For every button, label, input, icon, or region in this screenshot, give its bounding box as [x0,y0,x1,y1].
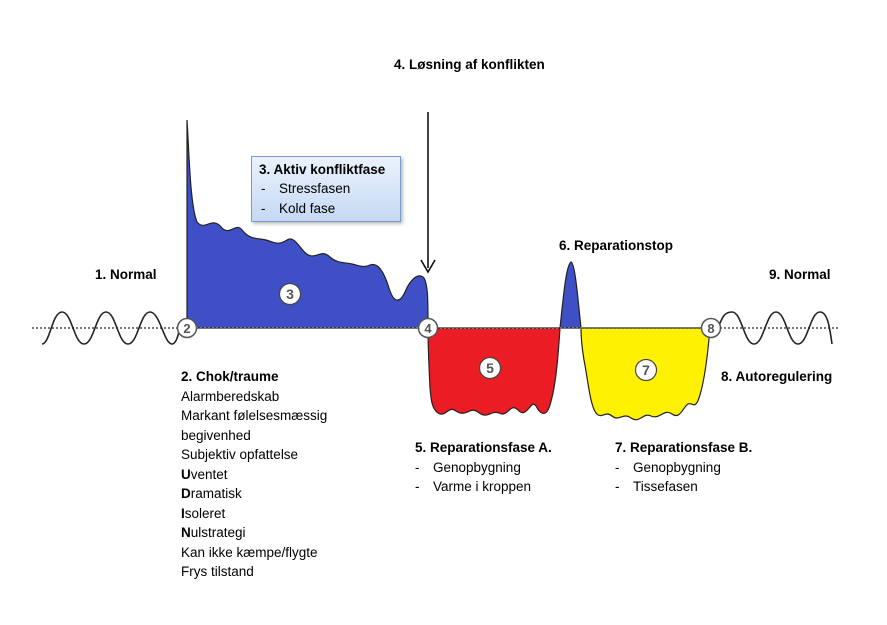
shock-acronym-line: Nulstrategi [181,523,327,543]
label-normal-left: 1. Normal [95,267,157,282]
shock-list: Alarmberedskab Markant følelsesmæssig be… [181,387,327,582]
repair-a-item: Varme i kroppen [415,477,552,497]
repair-a-block: 5. Reparationsfase A. Genopbygning Varme… [415,438,552,497]
normal-wave-right [717,311,833,345]
acronym-letter: N [181,525,191,540]
shock-line: Frys tilstand [181,564,254,579]
active-phase-callout: 3. Aktiv konfliktfase Stressfasen Kold f… [251,156,401,222]
shock-line: Markant følelsesmæssig [181,408,328,423]
marker-7: 7 [634,358,658,382]
acronym-letter: I [181,505,185,521]
marker-2-label: 2 [183,321,190,336]
marker-5: 5 [478,356,502,380]
phase-6-peak [559,261,582,329]
repair-a-title: 5. Reparationsfase A. [415,440,552,455]
label-resolution: 4. Løsning af konflikten [394,57,545,72]
marker-4-label: 4 [424,321,432,336]
repair-b-item: Tissefasen [615,477,752,497]
acronym-rest: ulstrategi [190,525,246,540]
shock-acronym-line: Isoleret [181,504,327,524]
repair-b-list: Genopbygning Tissefasen [615,458,752,497]
acronym-letter: D [181,486,191,501]
marker-7-label: 7 [642,362,650,378]
repair-a-item: Genopbygning [415,458,552,478]
label-repair-stop: 6. Reparationstop [559,238,674,253]
repair-b-block: 7. Reparationsfase B. Genopbygning Tisse… [615,438,752,497]
active-phase-item: Stressfasen [261,179,400,199]
marker-3-label: 3 [286,286,294,302]
phase-3-area [186,119,429,329]
normal-wave-left [41,311,181,345]
shock-title: 2. Chok/traume [181,369,279,384]
marker-8: 8 [700,317,722,339]
shock-line: begivenhed [181,427,251,443]
down-arrow-icon [420,112,436,274]
shock-block: 2. Chok/traume Alarmberedskab Markant fø… [181,367,327,582]
label-normal-right: 9. Normal [769,267,831,282]
label-autoregulation: 8. Autoregulering [721,369,833,384]
repair-b-title: 7. Reparationsfase B. [615,440,753,455]
acronym-rest: ramatisk [190,486,242,501]
active-phase-item: Kold fase [261,199,400,219]
marker-3: 3 [278,282,302,306]
acronym-rest: soleret [184,505,226,521]
marker-8-label: 8 [707,321,714,336]
active-phase-list: Stressfasen Kold fase [259,179,400,219]
acronym-rest: ventet [190,466,228,482]
shock-line: Kan ikke kæmpe/flygte [181,544,318,560]
marker-5-label: 5 [486,360,494,376]
shock-acronym-line: Dramatisk [181,484,327,504]
marker-4: 4 [417,317,439,339]
shock-acronym-line: Uventet [181,465,327,485]
shock-line: Alarmberedskab [181,388,280,404]
repair-a-list: Genopbygning Varme i kroppen [415,458,552,497]
repair-b-item: Genopbygning [615,458,752,478]
shock-line: Subjektiv opfattelse [181,447,299,462]
active-phase-title: 3. Aktiv konfliktfase [259,162,386,177]
acronym-letter: U [181,466,191,482]
marker-2: 2 [176,317,198,339]
